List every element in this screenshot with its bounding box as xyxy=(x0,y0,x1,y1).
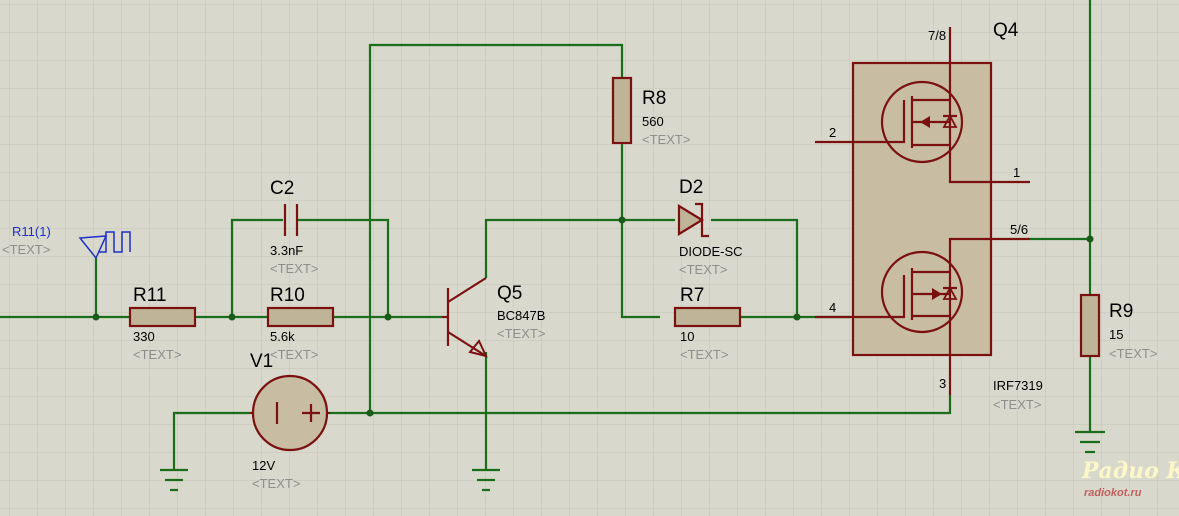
v1-ref: V1 xyxy=(250,351,273,372)
d2-value: DIODE-SC xyxy=(679,244,743,259)
resistor-r11[interactable]: R11 330 <TEXT> xyxy=(128,285,197,362)
r7-ref: R7 xyxy=(680,285,704,306)
resistor-r9[interactable]: R9 15 <TEXT> xyxy=(1079,293,1157,361)
r8-ref: R8 xyxy=(642,88,666,109)
watermark-line2: radiokot.ru xyxy=(1084,487,1142,499)
r8-value: 560 xyxy=(642,114,664,129)
r9-value: 15 xyxy=(1109,327,1123,342)
q4-value: IRF7319 xyxy=(993,378,1043,393)
q5-text: <TEXT> xyxy=(497,326,545,341)
r11-value: 330 xyxy=(133,329,155,344)
voltage-source-v1[interactable]: V1 12V <TEXT> xyxy=(250,351,330,491)
r7-value: 10 xyxy=(680,329,694,344)
q4-ref: Q4 xyxy=(993,20,1019,41)
junctions xyxy=(92,216,1094,417)
transistor-q5[interactable]: Q5 BC847B <TEXT> xyxy=(442,277,545,358)
capacitor-c2[interactable]: C2 3.3nF <TEXT> xyxy=(270,178,318,276)
q4-pin-1: 1 xyxy=(1013,165,1020,180)
resistor-r7[interactable]: R7 10 <TEXT> xyxy=(673,285,742,362)
c2-ref: C2 xyxy=(270,178,294,199)
mosfet-q4[interactable]: 7/8 2 1 5/6 4 3 Q4 IRF7319 <TEXT> xyxy=(815,20,1043,412)
watermark-logo: Радио КОТ radiokot.ru xyxy=(1081,458,1179,499)
watermark-line1: Радио КОТ xyxy=(1081,458,1179,484)
probe-text: <TEXT> xyxy=(2,242,50,257)
r11-ref: R11 xyxy=(133,285,166,306)
r10-text: <TEXT> xyxy=(270,347,318,362)
resistor-r10[interactable]: R10 5.6k <TEXT> xyxy=(266,285,335,362)
c2-value: 3.3nF xyxy=(270,243,303,258)
probe-label: R11(1) xyxy=(12,224,51,239)
r8-text: <TEXT> xyxy=(642,132,690,147)
r9-ref: R9 xyxy=(1109,301,1133,322)
q5-value: BC847B xyxy=(497,308,545,323)
ground-symbol-q5 xyxy=(472,468,500,492)
q4-pin-3: 3 xyxy=(939,376,946,391)
ground-symbol-v1 xyxy=(160,468,188,492)
ground-symbol-r9 xyxy=(1075,430,1105,454)
q5-ref: Q5 xyxy=(497,283,522,304)
q4-pin-4: 4 xyxy=(829,300,836,315)
r10-value: 5.6k xyxy=(270,329,295,344)
c2-text: <TEXT> xyxy=(270,261,318,276)
r11-text: <TEXT> xyxy=(133,347,181,362)
q4-pin-78: 7/8 xyxy=(928,28,946,43)
q4-pin-2: 2 xyxy=(829,125,836,140)
r10-ref: R10 xyxy=(270,285,305,306)
v1-value: 12V xyxy=(252,458,275,473)
wires xyxy=(0,0,1092,470)
q4-text: <TEXT> xyxy=(993,397,1041,412)
signal-probe[interactable]: R11(1) <TEXT> xyxy=(2,224,131,259)
d2-ref: D2 xyxy=(679,177,703,198)
diode-d2[interactable]: D2 DIODE-SC <TEXT> xyxy=(677,177,743,277)
resistor-r8[interactable]: R8 560 <TEXT> xyxy=(611,76,690,147)
r7-text: <TEXT> xyxy=(680,347,728,362)
r9-text: <TEXT> xyxy=(1109,346,1157,361)
d2-text: <TEXT> xyxy=(679,262,727,277)
q4-pin-56: 5/6 xyxy=(1010,222,1028,237)
v1-text: <TEXT> xyxy=(252,476,300,491)
